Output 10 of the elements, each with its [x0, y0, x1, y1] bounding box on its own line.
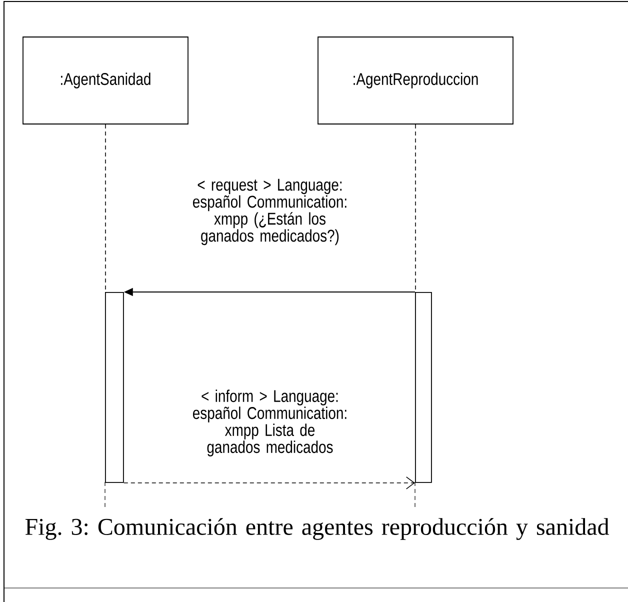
lifeline-head-box: :AgentSanidad	[22, 36, 188, 124]
lifeline	[105, 124, 106, 292]
message-arrow	[124, 476, 415, 490]
message-label: < request > Language: español Communication: xmpp (¿Están los ganados medicados?)	[174, 178, 366, 246]
activation-bar	[415, 292, 432, 483]
lifeline	[415, 124, 416, 292]
message-label: < inform > Language: español Communication: xmpp Lista de ganados medicados	[174, 388, 366, 458]
activation-bar	[105, 292, 124, 483]
lifeline-head-box: :AgentReproduccion	[318, 36, 514, 124]
figure-caption: Fig. 3: Comunicación entre agentes reproducción y sanidad	[25, 518, 610, 540]
